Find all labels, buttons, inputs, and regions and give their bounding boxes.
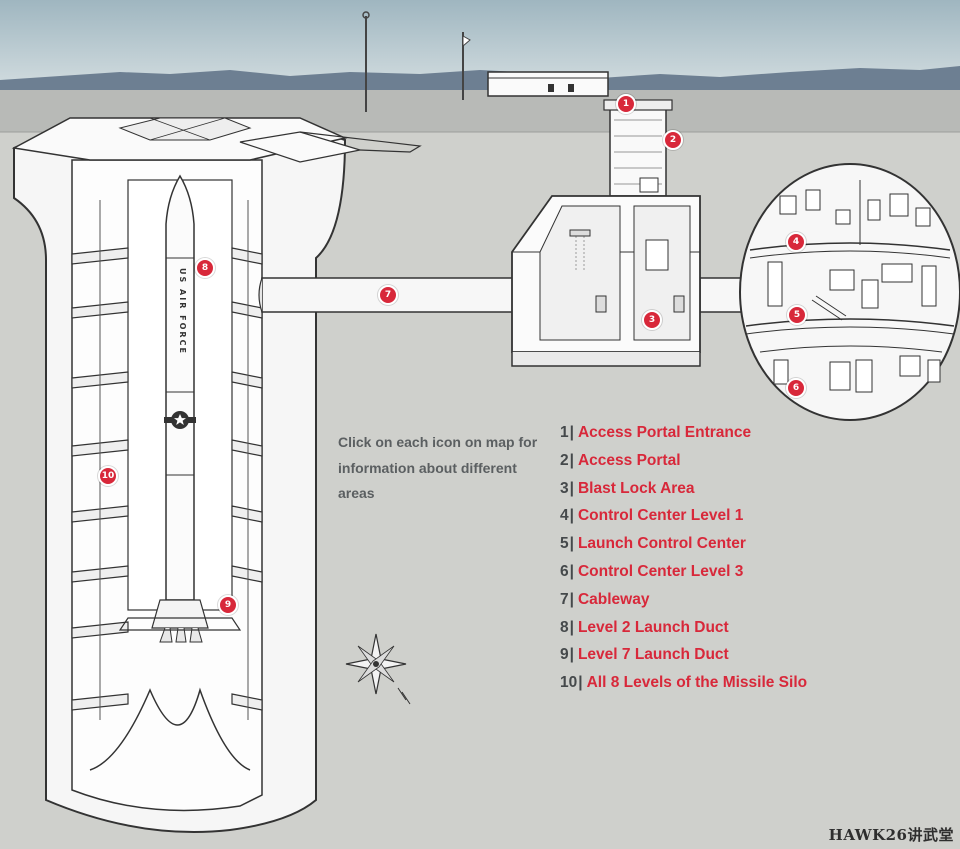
legend-item[interactable]: 10|All 8 Levels of the Missile Silo bbox=[560, 674, 807, 702]
legend-item[interactable]: 1|Access Portal Entrance bbox=[560, 424, 807, 452]
legend-separator: | bbox=[578, 674, 583, 692]
legend-item[interactable]: 4|Control Center Level 1 bbox=[560, 507, 807, 535]
marker-launch-control-center[interactable]: 5 bbox=[787, 305, 807, 325]
legend-item[interactable]: 5|Launch Control Center bbox=[560, 535, 807, 563]
missile-lettering: US AIR FORCE bbox=[178, 268, 187, 355]
legend-separator: | bbox=[569, 646, 574, 664]
legend-separator: | bbox=[569, 424, 574, 441]
legend-item[interactable]: 6|Control Center Level 3 bbox=[560, 563, 807, 591]
marker-control-center-level-1[interactable]: 4 bbox=[786, 232, 806, 252]
legend-item[interactable]: 3|Blast Lock Area bbox=[560, 480, 807, 508]
legend-label[interactable]: Control Center Level 1 bbox=[577, 507, 744, 525]
marker-level-7-launch-duct[interactable]: 9 bbox=[218, 595, 238, 615]
legend-label[interactable]: Access Portal bbox=[577, 451, 681, 469]
legend-label[interactable]: Cableway bbox=[577, 590, 650, 608]
compass-icon bbox=[345, 633, 411, 705]
marker-level-2-launch-duct[interactable]: 8 bbox=[195, 258, 215, 278]
legend-separator: | bbox=[569, 590, 574, 608]
marker-access-portal[interactable]: 2 bbox=[663, 130, 683, 150]
roundel-icon bbox=[164, 411, 196, 429]
legend-label[interactable]: Control Center Level 3 bbox=[577, 562, 744, 580]
legend-number: 6 bbox=[560, 562, 569, 580]
legend-number: 9 bbox=[560, 646, 569, 664]
legend-separator: | bbox=[569, 618, 574, 636]
legend-number: 5 bbox=[560, 535, 569, 553]
legend-label[interactable]: Launch Control Center bbox=[577, 535, 746, 553]
legend-item[interactable]: 8|Level 2 Launch Duct bbox=[560, 619, 807, 647]
legend-item[interactable]: 7|Cableway bbox=[560, 591, 807, 619]
legend-label[interactable]: Blast Lock Area bbox=[577, 479, 695, 497]
mountains bbox=[0, 66, 960, 92]
legend-list: 1|Access Portal Entrance 2|Access Portal… bbox=[560, 424, 807, 702]
legend-separator: | bbox=[569, 507, 574, 525]
marker-access-portal-entrance[interactable]: 1 bbox=[616, 94, 636, 114]
instructions-text: Click on each icon on map for informatio… bbox=[338, 434, 538, 501]
legend-number: 7 bbox=[560, 590, 569, 608]
marker-all-8-levels[interactable]: 10 bbox=[98, 466, 118, 486]
legend-label[interactable]: Level 7 Launch Duct bbox=[577, 646, 729, 664]
marker-cableway[interactable]: 7 bbox=[378, 285, 398, 305]
legend-number: 2 bbox=[560, 451, 569, 469]
marker-control-center-level-3[interactable]: 6 bbox=[786, 378, 806, 398]
legend-separator: | bbox=[569, 535, 574, 553]
legend-number: 4 bbox=[560, 507, 569, 525]
legend-label[interactable]: All 8 Levels of the Missile Silo bbox=[586, 674, 808, 692]
legend-separator: | bbox=[569, 451, 574, 469]
watermark: HAWK26讲武堂 bbox=[828, 826, 954, 844]
legend-item[interactable]: 9|Level 7 Launch Duct bbox=[560, 646, 807, 674]
legend-number: 3 bbox=[560, 479, 569, 497]
missile bbox=[165, 174, 195, 601]
legend-separator: | bbox=[569, 479, 574, 497]
marker-blast-lock-area[interactable]: 3 bbox=[642, 310, 662, 330]
missile-nozzles bbox=[151, 599, 209, 629]
silo-bottom bbox=[89, 687, 251, 771]
legend-number: 10 bbox=[560, 674, 578, 692]
legend-label[interactable]: Level 2 Launch Duct bbox=[577, 618, 729, 636]
legend-separator: | bbox=[569, 562, 574, 580]
legend-item[interactable]: 2|Access Portal bbox=[560, 452, 807, 480]
legend-label[interactable]: Access Portal Entrance bbox=[577, 424, 752, 441]
legend-number: 8 bbox=[560, 618, 569, 636]
legend-number: 1 bbox=[560, 424, 569, 441]
